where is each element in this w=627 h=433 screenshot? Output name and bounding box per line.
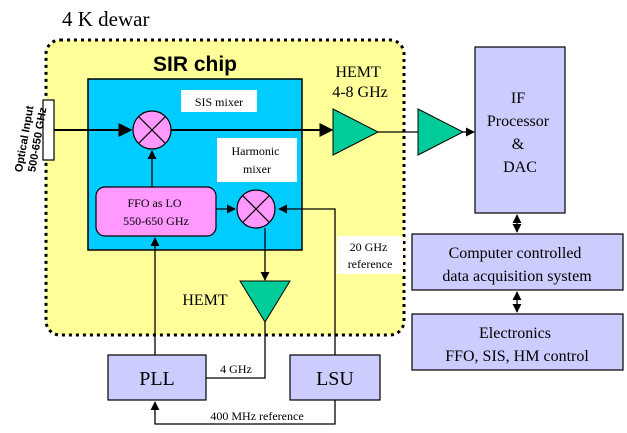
ffo-line2: 550-650 GHz <box>123 214 189 228</box>
ref20-line1: 20 GHz <box>350 240 388 254</box>
harmonic-mixer-label-box <box>217 138 297 182</box>
sis-mixer-label: SIS mixer <box>195 95 243 109</box>
daq-line1: Computer controlled <box>449 245 582 262</box>
hemt-low-amplifier <box>239 280 291 323</box>
hemt-if-line2: 4-8 GHz <box>332 84 388 101</box>
ref20-label-box <box>337 236 403 274</box>
hemt-if-line1: HEMT <box>335 64 381 81</box>
electronics-label: Electronics FFO, SIS, HM control <box>445 325 589 365</box>
daq-box <box>411 233 624 291</box>
electronics-line2: FFO, SIS, HM control <box>445 348 589 365</box>
hemt-to-pll-line <box>206 322 266 379</box>
pll-box <box>107 354 207 401</box>
daq-line2: data acquisition system <box>442 268 592 285</box>
label-400mhz: 400 MHz reference <box>210 409 303 423</box>
if-processor-line4: DAC <box>503 159 537 176</box>
electronics-box <box>411 313 624 371</box>
if-processor-line3: & <box>512 136 525 153</box>
label-4ghz: 4 GHz <box>220 362 252 376</box>
ref20-to-harmonic-arrow <box>278 204 336 355</box>
if-processor-line2: Processor <box>487 113 550 130</box>
daq-label: Computer controlled data acquisition sys… <box>442 245 592 285</box>
room-temp-amplifier <box>417 108 465 156</box>
ref400-arrow <box>150 400 336 425</box>
harmonic-mixer-label: Harmonic mixer <box>232 144 283 176</box>
harmonic-mixer-line2: mixer <box>243 162 271 176</box>
pll-label: PLL <box>139 368 175 390</box>
ref20-label: 20 GHz reference <box>348 240 393 271</box>
harmonic-mixer-line1: Harmonic <box>232 144 280 158</box>
hemt-if-amplifier <box>332 108 380 156</box>
sis-mixer-icon <box>132 110 172 150</box>
if-processor-label: IF Processor & DAC <box>487 90 553 176</box>
chip-title: SIR chip <box>153 53 237 76</box>
harmonic-mixer-icon <box>236 189 276 229</box>
hemt-if-label: HEMT 4-8 GHz <box>332 64 388 101</box>
if-processor-box <box>474 46 566 214</box>
ffo-box <box>95 186 217 237</box>
if-processor-line1: IF <box>511 90 525 107</box>
electronics-line1: Electronics <box>479 325 551 342</box>
lsu-label: LSU <box>316 368 354 390</box>
lsu-box <box>289 354 381 401</box>
sis-mixer-label-box <box>181 90 257 112</box>
dewar-label: 4 K dewar <box>62 7 149 31</box>
ffo-label: FFO as LO 550-650 GHz <box>123 196 189 228</box>
ffo-line1: FFO as LO <box>127 196 181 210</box>
hemt-low-label: HEMT <box>182 292 228 309</box>
ref20-line2: reference <box>348 257 393 271</box>
